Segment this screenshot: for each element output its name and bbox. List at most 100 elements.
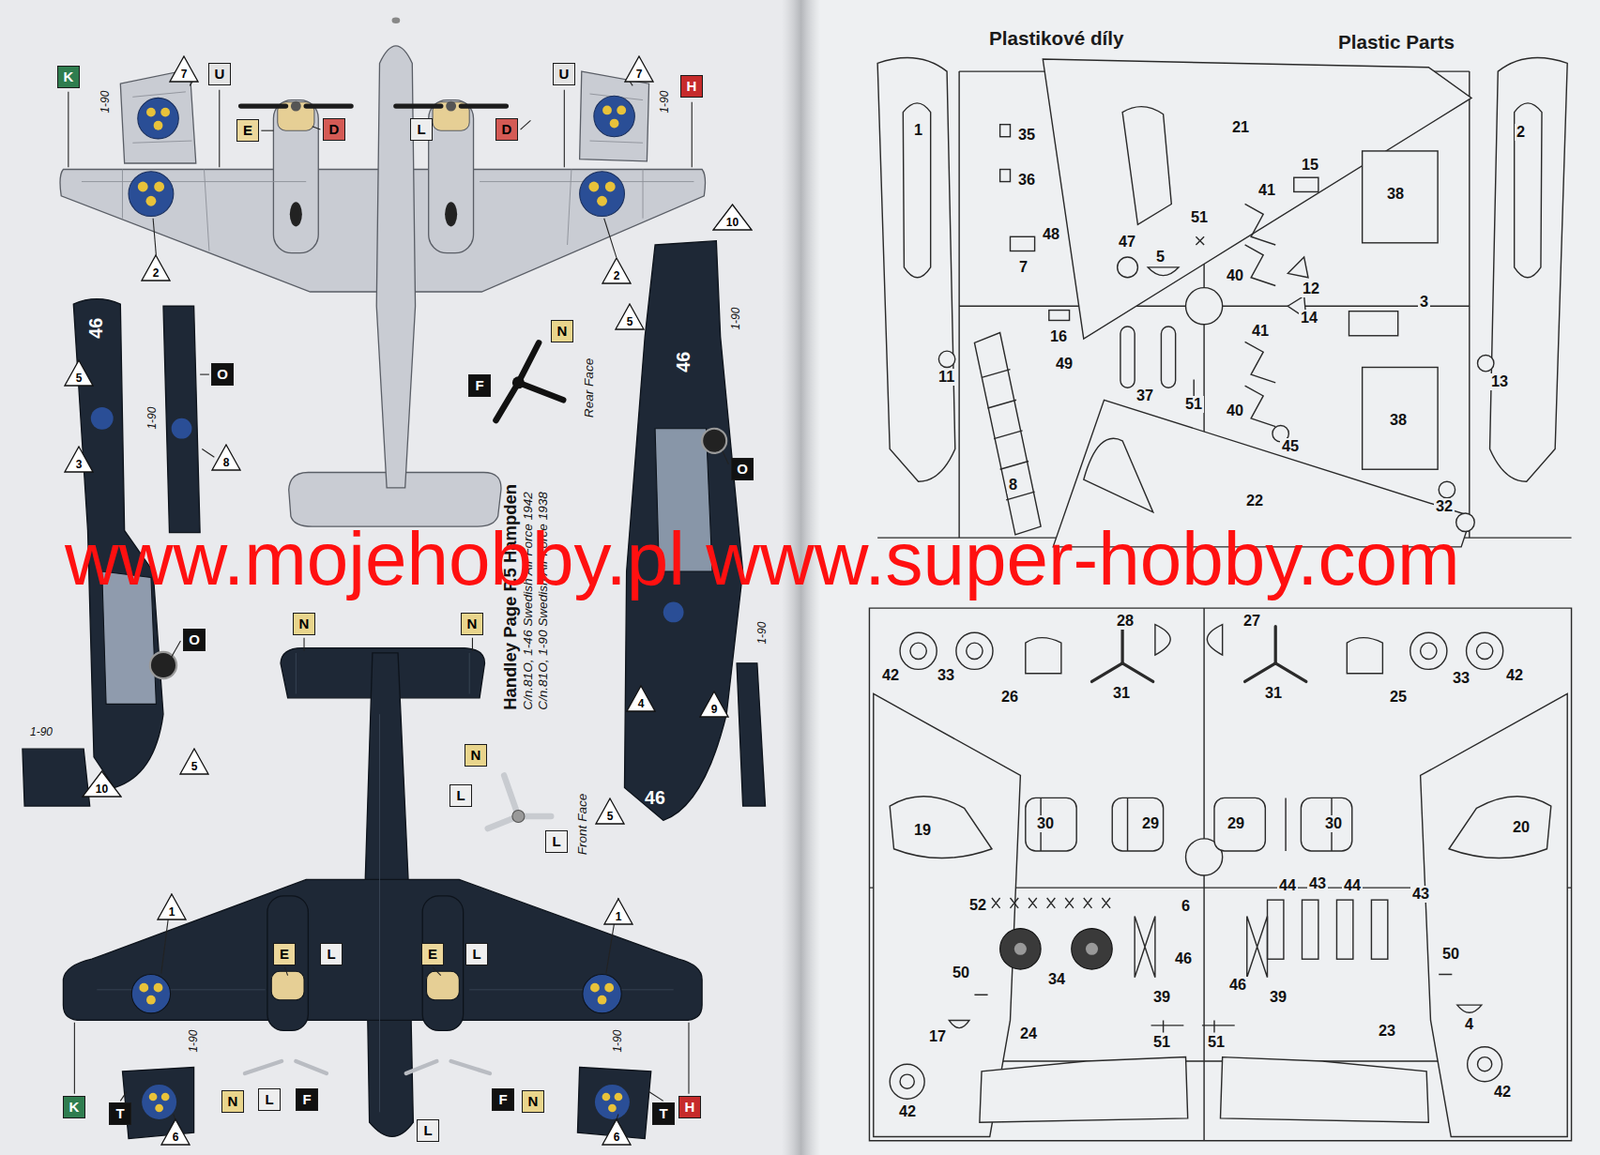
part-number: 47: [1116, 233, 1138, 251]
color-code-box: U: [208, 62, 231, 86]
part-number: 34: [1046, 971, 1067, 989]
decal-note: 1-90: [658, 89, 671, 116]
color-code: N: [557, 323, 568, 340]
color-code-box: E: [273, 943, 296, 966]
section-heading: Plastic Parts: [1338, 31, 1455, 54]
color-code: T: [658, 1106, 668, 1123]
decal-triangle: 10: [712, 203, 753, 231]
part-number: 11: [936, 368, 957, 386]
part-number: 51: [1151, 1034, 1173, 1052]
decal-number: 6: [613, 1131, 621, 1144]
triangle-shape: [212, 444, 241, 471]
color-code-box: T: [108, 1102, 132, 1126]
triangle-shape: [157, 894, 186, 920]
decal-note: Rear Face: [582, 356, 597, 420]
decal-number: 3: [76, 458, 83, 472]
color-code-box: E: [421, 943, 444, 966]
color-code: U: [214, 66, 226, 83]
part-number: 19: [912, 822, 933, 839]
part-number: 38: [1387, 411, 1409, 429]
part-number: 20: [1510, 819, 1532, 837]
color-code: N: [228, 1094, 239, 1111]
part-number: 46: [1227, 976, 1249, 994]
decal-number: 5: [607, 810, 614, 823]
color-code: N: [528, 1094, 539, 1111]
part-number: 39: [1151, 989, 1173, 1006]
aircraft-code: 46: [86, 318, 107, 339]
part-number: 22: [1244, 492, 1265, 510]
part-number: 31: [1111, 685, 1132, 702]
triangle-shape: [615, 304, 644, 330]
part-number: 50: [950, 964, 972, 982]
part-number: 32: [1433, 498, 1455, 516]
part-number: 3: [1417, 293, 1431, 311]
part-number: 51: [1205, 1034, 1227, 1052]
triangle-shape: [64, 446, 93, 473]
color-code-box: N: [550, 320, 574, 343]
part-number: 15: [1299, 156, 1321, 174]
part-number: 37: [1134, 387, 1156, 405]
decal-note: 1-90: [611, 1028, 625, 1055]
part-number: 14: [1298, 309, 1320, 327]
color-code-box: N: [460, 612, 484, 636]
part-number: 41: [1249, 322, 1271, 340]
color-code: K: [69, 1099, 80, 1116]
part-number: 42: [1492, 1083, 1513, 1101]
color-code: N: [471, 747, 482, 764]
color-code-box: F: [491, 1088, 515, 1112]
part-number: 27: [1241, 612, 1263, 630]
color-code: L: [472, 946, 481, 963]
color-code-box: F: [295, 1088, 319, 1112]
decal-number: 1: [615, 911, 623, 924]
part-number: 2: [1514, 123, 1527, 141]
part-number: 31: [1263, 685, 1284, 702]
decal-number: 5: [191, 761, 199, 774]
color-code: H: [685, 1099, 696, 1116]
decal-triangle: 9: [699, 690, 730, 718]
part-number: 40: [1224, 402, 1246, 420]
part-number: 43: [1410, 885, 1432, 903]
decal-number: 2: [613, 270, 621, 283]
part-number: 38: [1385, 185, 1406, 203]
decal-number: 9: [711, 703, 718, 717]
part-number: 13: [1489, 373, 1510, 391]
part-number: 52: [967, 897, 989, 915]
part-number: 41: [1256, 182, 1278, 199]
color-code: D: [329, 121, 340, 138]
part-number: 35: [1016, 126, 1037, 144]
color-code-box: O: [211, 363, 234, 386]
color-code: N: [299, 616, 310, 633]
decal-triangle: 2: [601, 257, 632, 285]
decal-triangle: 2: [140, 254, 171, 282]
triangle-shape: [64, 360, 93, 386]
triangle-shape: [169, 56, 199, 82]
color-code-box: U: [552, 62, 576, 86]
part-number: 21: [1230, 119, 1251, 137]
decal-triangle: 10: [81, 770, 122, 798]
triangle-shape: [602, 258, 631, 284]
decal-number: 8: [223, 457, 230, 470]
color-code: L: [326, 946, 336, 963]
section-heading: Plastikové díly: [989, 28, 1125, 50]
part-number: 6: [1179, 898, 1192, 915]
part-number: 45: [1280, 438, 1301, 456]
decal-number: 7: [181, 68, 188, 81]
triangle-shape: [82, 771, 122, 797]
color-code: H: [686, 78, 698, 95]
decal-number: 7: [636, 68, 643, 81]
color-code: E: [279, 946, 290, 963]
decal-number: 5: [76, 372, 83, 385]
watermark: www.mojehobby.pl www.super-hobby.com: [64, 518, 1461, 601]
part-number: 49: [1053, 355, 1075, 373]
color-code-box: F: [468, 374, 491, 397]
decal-number: 6: [172, 1131, 180, 1144]
part-number: 46: [1173, 950, 1194, 968]
triangle-shape: [626, 685, 656, 712]
triangle-shape: [604, 899, 633, 925]
color-code: K: [63, 69, 75, 86]
color-code-box: L: [545, 830, 568, 854]
color-code-box: E: [236, 119, 260, 142]
color-code: L: [264, 1092, 274, 1109]
color-code: F: [474, 378, 484, 395]
color-code-box: H: [680, 75, 703, 98]
